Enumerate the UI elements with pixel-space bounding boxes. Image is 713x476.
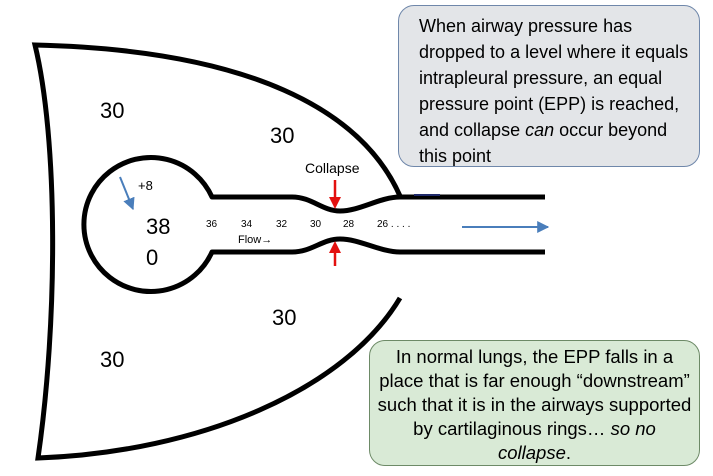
no-collapse-emphasis: so no collapse — [497, 418, 656, 463]
flow-label: Flow→ — [238, 234, 272, 246]
alveolus-airway-outline — [81, 155, 545, 294]
airway-pressure-34: 34 — [241, 219, 253, 230]
airway-pressure-32: 32 — [276, 219, 288, 230]
epp-emphasis: can — [525, 120, 555, 140]
recoil-arrow-icon — [119, 176, 135, 211]
flow-arrow-icon: → — [261, 234, 272, 246]
pressure-alveolar-zero: 0 — [146, 245, 158, 270]
airway-pressure-28: 28 — [343, 219, 355, 230]
elastic-recoil-label: +8 — [138, 178, 153, 193]
airway-pressure-30: 30 — [310, 219, 322, 230]
pressure-pleural-upper-right: 30 — [270, 123, 294, 148]
collapse-label: Collapse — [305, 160, 360, 176]
normal-lungs-text: In normal lungs, the EPP falls in a plac… — [377, 346, 692, 463]
airway-pressure-26: 26 . . . . — [377, 219, 410, 230]
chest-wall-outline — [31, 42, 403, 461]
epp-explanation-callout: When airway pressure has dropped to a le… — [398, 5, 700, 167]
collapse-arrow-up-icon — [329, 241, 341, 266]
collapse-arrow-down-icon — [329, 180, 341, 209]
pressure-pleural-lower-right: 30 — [272, 305, 296, 330]
airway-pressure-36: 36 — [206, 219, 218, 230]
pressure-pleural-lower-left: 30 — [100, 347, 124, 372]
epp-explanation-text: When airway pressure has dropped to a le… — [419, 16, 689, 166]
normal-lungs-callout: In normal lungs, the EPP falls in a plac… — [369, 340, 700, 466]
pressure-alveolar: 38 — [146, 214, 170, 239]
pressure-pleural-upper-left: 30 — [100, 98, 124, 123]
